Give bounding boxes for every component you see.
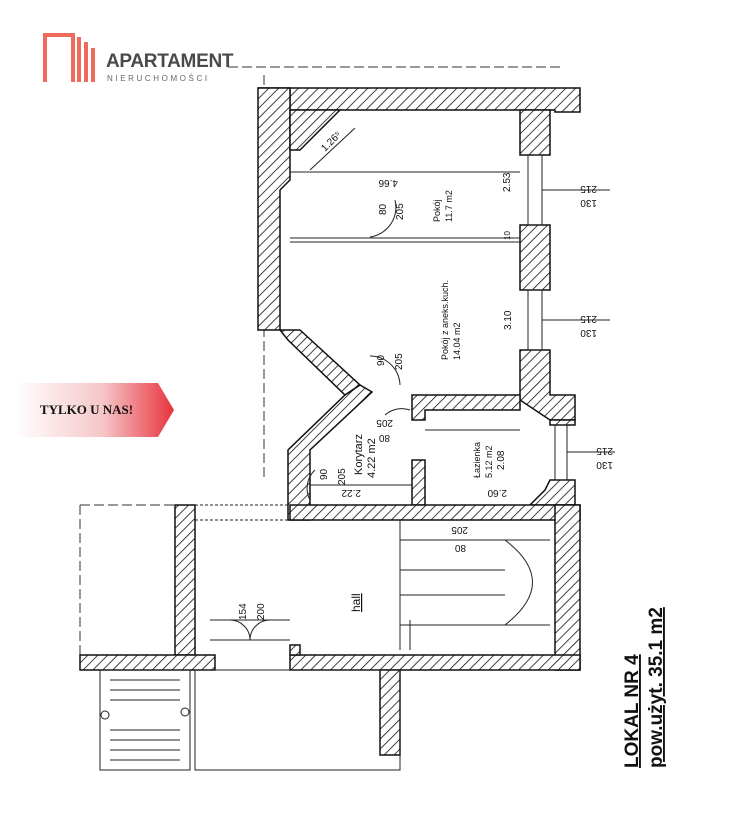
room-name-pokoj: Pokój [432,199,442,222]
room-name-lazienka: Łazienka [472,442,482,478]
room-area-lazienka: 5.12 m2 [484,445,494,478]
dim-205a: 205 [395,203,406,220]
dim-310: 3.10 [503,310,514,330]
dimensions: 1.26⁵ 4.66 80 205 2.53 10 3.10 90 205 20… [238,130,613,620]
room-area-pokoj-aneks: 14.04 m2 [452,322,462,360]
plan-subtitle: pow.użyt. 35.1 m2 [646,607,667,768]
exclusive-badge: TYLKO U NAS! [14,383,174,437]
plan-title: LOKAL NR 4 [622,654,643,768]
brand-logo-icon [43,33,95,82]
win-130b: 130 [580,327,597,338]
dim-90b: 90 [319,468,330,480]
dim-260: 2.60 [487,487,507,498]
win-215c: 215 [596,445,613,456]
dim-466: 4.66 [378,177,398,188]
dim-200: 200 [256,603,267,620]
dim-205e: 205 [451,524,468,535]
dim-80a: 80 [378,203,389,215]
brand-name: APARTAMENT [106,51,234,72]
exclusive-badge-shape [14,383,174,437]
exclusive-badge-label: TYLKO U NAS! [39,402,134,417]
dim-80c: 80 [454,542,466,553]
walls [79,87,581,756]
plan-title-block: LOKAL NR 4 pow.użyt. 35.1 m2 [622,607,667,768]
outside-stairs [110,679,180,761]
dim-154: 154 [238,603,249,620]
plan-lines [99,127,615,771]
dim-10: 10 [503,231,512,240]
room-name-korytarz: Korytarz [353,434,365,475]
dim-205d: 205 [337,468,348,485]
dim-208: 2.08 [496,450,507,470]
dim-205b: 205 [394,353,405,370]
room-name-hall: hall [349,593,363,612]
win-215b: 215 [580,313,597,324]
dim-80b: 80 [378,432,390,443]
room-area-korytarz: 4.22 m2 [366,438,378,478]
room-area-pokoj: 11.7 m2 [444,190,454,222]
brand-tagline: NIERUCHOMOŚCI [107,74,210,83]
dim-90a: 90 [376,354,387,366]
dim-253: 2.53 [502,172,513,192]
dim-222: 2.22 [341,487,361,498]
room-name-pokoj-aneks: Pokój z aneks.kuch. [440,280,450,360]
win-215a: 215 [580,183,597,194]
win-130c: 130 [596,459,613,470]
win-130a: 130 [580,197,597,208]
dim-205c: 205 [376,417,393,428]
